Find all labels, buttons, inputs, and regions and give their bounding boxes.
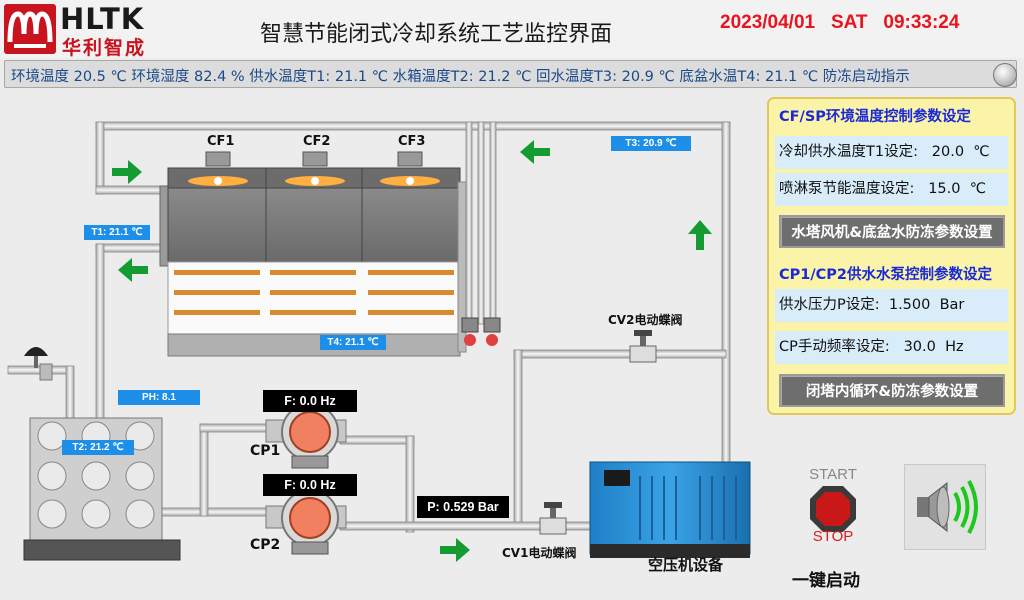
cp2-frequency-display: F: 0.0 Hz: [263, 474, 357, 496]
alarm-sound-button[interactable]: [904, 464, 986, 550]
air-compressor-icon: [589, 461, 751, 558]
section-cp-title: CP1/CP2供水水泵控制参数设定: [779, 267, 993, 283]
one-key-start-label: 一键启动: [792, 571, 860, 591]
time-text: 09:33:24: [883, 12, 960, 33]
return-temp-t3: 回水温度T3: 20.9 ℃: [536, 69, 675, 85]
ambient-humidity: 环境湿度 82.4 %: [131, 69, 245, 85]
arrow-up-icon: [688, 220, 712, 250]
cp1-label: CP1: [250, 443, 281, 459]
start-stop-button[interactable]: START STOP: [790, 462, 876, 550]
brand-name-cn: 华利智成: [62, 37, 147, 59]
datetime-display: 2023/04/01 SAT 09:33:24: [720, 12, 959, 34]
fan-cf2-label: CF2: [303, 134, 331, 149]
spray-pump-temp-setpoint-field[interactable]: 喷淋泵节能温度设定: 15.0 ℃: [775, 173, 1008, 206]
antifreeze-led-icon: [993, 63, 1017, 87]
tower-fan-antifreeze-settings-button[interactable]: 水塔风机&底盆水防冻参数设置: [779, 215, 1005, 248]
tank-temp-t2: 水箱温度T2: 21.2 ℃: [392, 69, 532, 85]
ph-tag: PH: 8.1: [118, 390, 200, 405]
brand-name-en: HLTK: [60, 2, 145, 36]
fan-cf3-label: CF3: [398, 134, 426, 149]
cp1-frequency-display: F: 0.0 Hz: [263, 390, 357, 412]
header-bar: [0, 0, 1024, 58]
logo-icon: [4, 4, 56, 54]
valve-cv1-icon: [539, 502, 567, 535]
cp-manual-frequency-field[interactable]: CP手动频率设定: 30.0 Hz: [775, 331, 1008, 364]
pump-cp2-icon: [265, 489, 347, 555]
pressure-display: P: 0.529 Bar: [417, 496, 509, 518]
ambient-temp: 环境温度 20.5 ℃: [11, 69, 127, 85]
cv1-label: CV1电动蝶阀: [502, 546, 577, 560]
supply-temp-t1: 供水温度T1: 21.1 ℃: [249, 69, 389, 85]
arrow-left-icon: [520, 140, 550, 164]
fan-cf2-icon: [285, 151, 345, 186]
start-label: START: [809, 466, 857, 483]
status-readings: 环境温度 20.5 ℃ 环境湿度 82.4 % 供水温度T1: 21.1 ℃ 水…: [11, 65, 910, 86]
t4-basin-temp-tag: T4: 21.1 ℃: [320, 335, 386, 350]
weekday-text: SAT: [830, 12, 868, 33]
page-title: 智慧节能闭式冷却系统工艺监控界面: [260, 22, 613, 47]
antifreeze-indicator-label: 防冻启动指示: [822, 69, 910, 85]
expansion-valve-icon: [24, 347, 53, 381]
compressor-label: 空压机设备: [648, 556, 724, 574]
valve-cv2-icon: [629, 330, 657, 363]
fan-cf1-icon: [188, 151, 248, 186]
internal-circulation-settings-button[interactable]: 闭塔内循环&防冻参数设置: [779, 374, 1005, 407]
fan-cf3-icon: [380, 151, 440, 186]
cv2-label: CV2电动蝶阀: [608, 313, 683, 327]
parameter-settings-panel: CF/SP环境温度控制参数设定 冷却供水温度T1设定: 20.0 ℃ 喷淋泵节能…: [767, 97, 1016, 415]
pipe-network: [7, 121, 731, 533]
flow-arrows: [112, 140, 712, 562]
stop-label: STOP: [812, 528, 854, 545]
arrow-right-icon: [440, 538, 470, 562]
section-cf-sp-title: CF/SP环境温度控制参数设定: [779, 109, 971, 125]
basin-temp-t4: 底盆水温T4: 21.1 ℃: [679, 69, 819, 85]
t1-supply-temp-tag: T1: 21.1 ℃: [84, 225, 150, 240]
cooling-tower: [159, 151, 501, 357]
speaker-icon: [917, 480, 978, 534]
fan-cf1-label: CF1: [207, 134, 235, 149]
arrow-right-icon: [112, 160, 142, 184]
arrow-left-icon: [118, 258, 148, 282]
t1-setpoint-field[interactable]: 冷却供水温度T1设定: 20.0 ℃: [775, 136, 1008, 169]
pressure-setpoint-field[interactable]: 供水压力P设定: 1.500 Bar: [775, 289, 1008, 322]
water-tank: [23, 417, 181, 561]
stop-octagon-icon: [810, 486, 856, 532]
t2-tank-temp-tag: T2: 21.2 ℃: [62, 440, 134, 455]
t3-return-temp-tag: T3: 20.9 ℃: [611, 136, 691, 151]
pump-cp1-icon: [265, 403, 347, 469]
spray-pump-icon: [461, 317, 501, 346]
process-diagram: [7, 121, 751, 562]
cp2-label: CP2: [250, 537, 281, 553]
date-text: 2023/04/01: [720, 12, 816, 33]
status-bar: 环境温度 20.5 ℃ 环境湿度 82.4 % 供水温度T1: 21.1 ℃ 水…: [4, 60, 1017, 88]
